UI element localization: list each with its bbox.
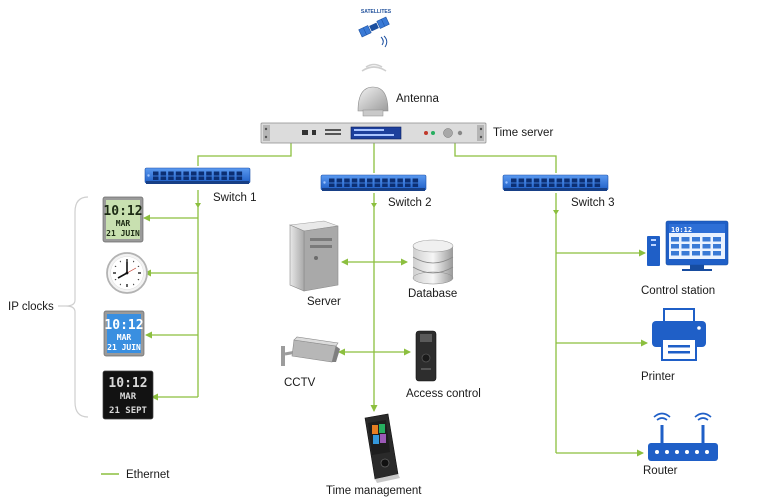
clock-3-date: 21 JUIN bbox=[107, 343, 141, 352]
ip-clock-blue-lcd: 10:12 MAR 21 JUIN bbox=[103, 310, 145, 357]
antenna-icon bbox=[357, 86, 389, 117]
switch-3-label: Switch 3 bbox=[571, 197, 614, 209]
server-tower-icon bbox=[288, 220, 339, 292]
router-icon bbox=[648, 412, 718, 461]
server-label: Server bbox=[307, 296, 341, 308]
switch2-down-arrow bbox=[371, 203, 377, 208]
legend: Ethernet bbox=[101, 469, 170, 481]
clock-1-date: 21 JUIN bbox=[106, 229, 140, 238]
switch-1-label: Switch 1 bbox=[213, 192, 256, 204]
switch-1-device bbox=[144, 167, 251, 184]
link-server-switch3 bbox=[454, 143, 557, 173]
clock-3-month: MAR bbox=[117, 333, 132, 342]
printer-icon bbox=[652, 308, 706, 361]
signal-waves-icon bbox=[361, 63, 387, 72]
printer-label: Printer bbox=[641, 371, 675, 383]
ip-clock-green-lcd: 10:12 MAR 21 JUIN bbox=[102, 196, 144, 243]
time-server-label: Time server bbox=[493, 127, 553, 139]
ip-clock-black-led: 10:12 MAR 21 SEPT bbox=[102, 370, 154, 420]
control-station-computer-icon: 10:12 bbox=[647, 220, 729, 271]
antenna-label: Antenna bbox=[396, 93, 439, 105]
clock-4-month: MAR bbox=[120, 392, 137, 402]
cctv-label: CCTV bbox=[284, 377, 316, 389]
database-label: Database bbox=[408, 288, 457, 300]
ip-clocks-label: IP clocks bbox=[8, 301, 54, 313]
analog-clock-icon bbox=[106, 252, 148, 294]
satellite-icon bbox=[358, 16, 390, 48]
clock-3-time: 10:12 bbox=[104, 318, 143, 333]
ethernet-connections bbox=[143, 143, 648, 457]
clock-1-month: MAR bbox=[116, 219, 131, 228]
control-station-time: 10:12 bbox=[671, 226, 692, 234]
clock-1-time: 10:12 bbox=[103, 204, 142, 219]
legend-ethernet-label: Ethernet bbox=[126, 469, 170, 481]
router-label: Router bbox=[643, 465, 678, 477]
switch-2-label: Switch 2 bbox=[388, 197, 431, 209]
switch-3-device bbox=[502, 174, 609, 191]
time-server-display bbox=[350, 126, 402, 140]
control-station-label: Control station bbox=[641, 285, 715, 297]
ip-clocks-bracket bbox=[65, 196, 89, 418]
cctv-camera-icon bbox=[281, 336, 340, 366]
link-server-switch1 bbox=[197, 143, 292, 166]
time-management-label: Time management bbox=[326, 485, 422, 497]
time-management-terminal-icon bbox=[364, 413, 400, 483]
satellites-label: SATELLITES bbox=[361, 9, 392, 15]
switch1-down-arrow bbox=[195, 203, 201, 208]
clock-4-time: 10:12 bbox=[108, 376, 147, 391]
switch3-down-arrow bbox=[553, 210, 559, 215]
access-control-reader-icon bbox=[415, 330, 437, 382]
clock-4-date: 21 SEPT bbox=[109, 406, 148, 416]
switch-2-device bbox=[320, 174, 427, 191]
access-control-label: Access control bbox=[406, 388, 481, 400]
database-icon bbox=[412, 239, 454, 285]
time-server-unit bbox=[260, 122, 487, 144]
